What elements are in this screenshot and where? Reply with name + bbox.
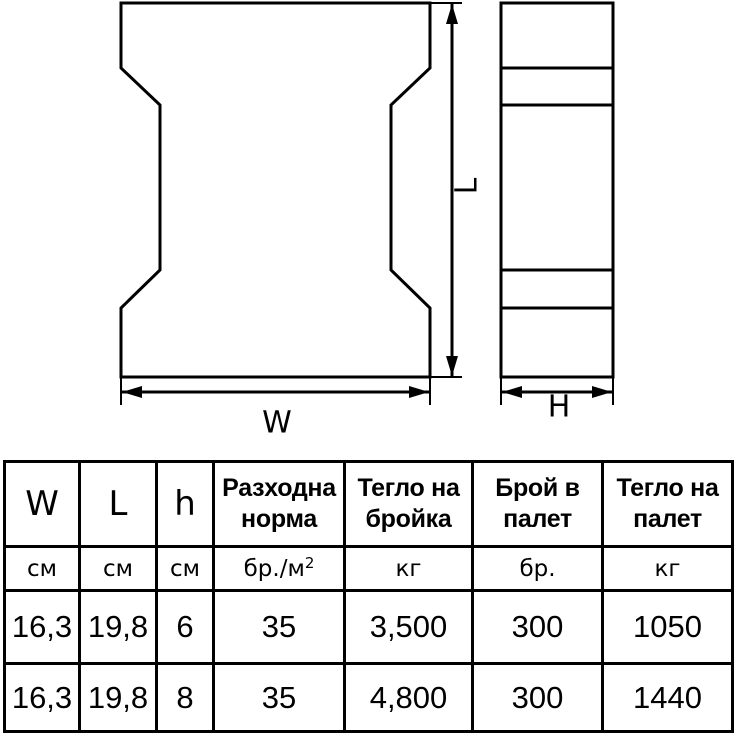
unit-label: кг: [395, 555, 422, 582]
table-row: 16,3 19,8 8 35 4,800 300 1440: [3, 662, 734, 733]
paver-technical-drawing: L W H: [119, 1, 615, 441]
header-cell-pallet-weight: Тегло на палет: [601, 460, 734, 548]
table-cell: 1440: [601, 662, 734, 733]
unit-cell: кг: [601, 545, 734, 592]
unit-superscript: 2: [304, 553, 315, 572]
table-row: 16,3 19,8 6 35 3,500 300 1050: [3, 589, 734, 665]
header-label-row: W L h Разходна норма Тегло на бройка Бро…: [3, 460, 734, 548]
unit-cell: см: [3, 545, 81, 592]
unit-cell: см: [155, 545, 215, 592]
unit-cell: см: [78, 545, 158, 592]
header-cell-l: L: [78, 460, 158, 548]
table-cell: 4,800: [343, 662, 474, 733]
table-cell: 8: [155, 662, 215, 733]
table-cell: 19,8: [78, 589, 158, 665]
unit-label: см: [27, 555, 57, 582]
header-label: W: [25, 484, 59, 524]
unit-cell: кг: [343, 545, 474, 592]
header-label: h: [174, 484, 196, 524]
header-label: Тегло на бройка: [357, 474, 460, 533]
table-cell: 35: [212, 662, 346, 733]
header-label: Разходна норма: [222, 474, 336, 533]
header-label: L: [108, 484, 128, 524]
width-label: W: [262, 406, 292, 441]
unit-label: кг: [654, 555, 681, 582]
header-cell-pieces-per-pallet: Брой в палет: [471, 460, 604, 548]
header-cell-w: W: [3, 460, 81, 548]
table-cell: 16,3: [3, 589, 81, 665]
table-cell: 1050: [601, 589, 734, 665]
paver-top-view-outline: [119, 1, 432, 379]
paver-side-view-outline: [499, 1, 615, 379]
table-cell: 35: [212, 589, 346, 665]
unit-label: см: [103, 555, 133, 582]
table-cell: 19,8: [78, 662, 158, 733]
unit-cell: бр.: [471, 545, 604, 592]
header-cell-h: h: [155, 460, 215, 548]
header-label: Брой в палет: [495, 474, 580, 533]
unit-label: бр.: [519, 555, 556, 582]
specification-table: W L h Разходна норма Тегло на бройка Бро…: [3, 460, 734, 733]
header-label: Тегло на палет: [616, 474, 719, 533]
header-unit-row: см см см бр./м2 кг бр. кг: [3, 545, 734, 592]
table-cell: 300: [471, 589, 604, 665]
table-cell: 300: [471, 662, 604, 733]
height-label: H: [548, 390, 571, 425]
length-label: L: [450, 177, 485, 194]
unit-label: бр./м2: [243, 553, 315, 582]
unit-cell: бр./м2: [212, 545, 346, 592]
header-cell-consumption: Разходна норма: [212, 460, 346, 548]
unit-label: см: [170, 555, 200, 582]
header-cell-unit-weight: Тегло на бройка: [343, 460, 474, 548]
table-cell: 3,500: [343, 589, 474, 665]
table-cell: 16,3: [3, 662, 81, 733]
table-cell: 6: [155, 589, 215, 665]
